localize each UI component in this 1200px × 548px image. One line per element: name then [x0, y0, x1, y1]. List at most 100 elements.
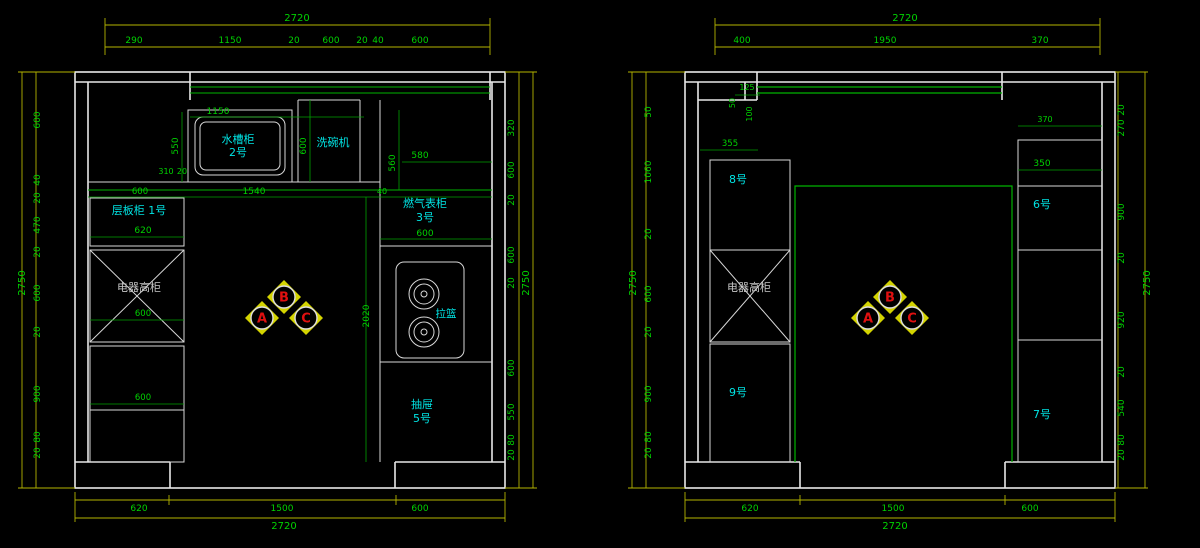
left-plan-labels: 2720 290 1150 20 600 20 40 600 600 40 20 470 20 600 20… — [17, 13, 532, 532]
dim-overall-bottom: 2720 — [271, 521, 296, 532]
view-marker-letter: B — [885, 291, 895, 306]
right-plan-cabinets — [709, 139, 1103, 463]
dimension-label: 320 — [507, 119, 517, 136]
dimension-label: 550 — [171, 137, 181, 154]
dimension-label: 370 — [1037, 115, 1052, 124]
left-plan-view-markers: ABC — [245, 280, 323, 335]
right-plan-green-lines — [757, 86, 1013, 462]
burner-icon — [413, 321, 435, 343]
label-gas-meter-cabinet: 燃气表柜 — [403, 196, 447, 210]
label-dishwasher: 洗碗机 — [317, 135, 350, 149]
label-drawer: 抽屉 — [411, 397, 433, 411]
dimension-label: 600 — [135, 309, 151, 319]
dimension-label: 600 — [33, 111, 43, 128]
label-cabinet-9: 9号 — [729, 386, 747, 399]
outer-wall — [74, 71, 506, 489]
dimension-label: 20 — [33, 246, 43, 258]
dim-overall-left: 2750 — [628, 270, 639, 295]
label-sink-cabinet: 水槽柜 — [222, 133, 255, 146]
cabinet-6-box — [1017, 185, 1103, 251]
dimension-label: 580 — [411, 151, 428, 161]
view-marker-circle-icon — [900, 306, 924, 330]
dimension-label: 1060 — [644, 160, 654, 183]
right-plan-dimension-lines — [628, 18, 1148, 522]
dimension-label: 1500 — [882, 504, 905, 514]
dimension-label: 600 — [416, 229, 433, 239]
dimension-label: 20 — [507, 194, 517, 206]
dimension-label: 600 — [507, 359, 517, 376]
left-plan: ABC 2720 290 1150 20 600 20 40 600 600 40 20 470 20 6… — [17, 13, 537, 532]
label-appliance-tall-cabinet: 电器高柜 — [727, 280, 771, 294]
dimension-label: 20 — [507, 277, 517, 289]
dimension-label: 400 — [733, 36, 750, 46]
dimension-label: 470 — [33, 216, 43, 233]
dimension-label: 620 — [741, 504, 758, 514]
dimension-label: 20 — [288, 36, 300, 46]
dimension-label: 80 — [33, 431, 43, 443]
cabinet-cross-diagonal — [709, 249, 791, 343]
dimension-label: 600 — [1021, 504, 1038, 514]
dimension-label: 20 — [507, 449, 517, 461]
sink-bowl-inner — [199, 121, 281, 171]
dimension-label: 20 — [644, 326, 654, 338]
dimension-label: 560 — [388, 154, 398, 171]
view-marker-circle-icon — [856, 306, 880, 330]
dimension-label: 550 — [507, 403, 517, 420]
dim-overall-bottom: 2720 — [882, 521, 907, 532]
left-plan-cabinets — [88, 99, 492, 463]
dim-overall-top: 2720 — [892, 13, 917, 24]
dimension-label: 600 — [299, 137, 309, 154]
dimension-label: 900 — [1117, 203, 1127, 220]
sink-cabinet — [187, 109, 293, 183]
dimension-label: 20 — [1117, 366, 1127, 378]
dimension-label: 1150 — [219, 36, 242, 46]
dimension-label: 920 — [1117, 311, 1127, 328]
dimension-label: 290 — [125, 36, 142, 46]
burner-icon — [420, 328, 428, 336]
dim-overall-left: 2750 — [17, 270, 28, 295]
dimension-label: 310 — [158, 167, 173, 176]
dimension-label: 900 — [644, 385, 654, 402]
view-marker-letter: C — [907, 312, 917, 327]
dimension-label: 40 — [33, 174, 43, 186]
dimension-label: 620 — [130, 504, 147, 514]
dimension-label: 20 — [644, 447, 654, 459]
dimension-label: 620 — [134, 226, 151, 236]
view-marker-circle-icon — [272, 285, 296, 309]
label-pull-out-basket: 拉篮 — [436, 307, 457, 320]
view-marker-letter: B — [279, 291, 289, 306]
dimension-label: 355 — [722, 139, 738, 149]
dimension-label: 125 — [739, 83, 754, 92]
outer-wall — [684, 71, 1116, 489]
dimension-label: 600 — [135, 393, 151, 403]
dimension-label: 40 — [377, 187, 387, 196]
dimension-label: 50 — [728, 98, 737, 108]
dimension-label: 350 — [1033, 159, 1050, 169]
counter-edge-outline — [794, 185, 1013, 462]
dimension-label: 600 — [644, 285, 654, 302]
shelf-cabinet-box — [89, 197, 185, 247]
dimension-label: 20 — [33, 326, 43, 338]
dimension-label: 1540 — [243, 187, 266, 197]
dimension-label: 20 — [1117, 449, 1127, 461]
dimension-label: 80 — [1117, 434, 1127, 446]
view-marker-letter: A — [257, 312, 267, 327]
label-cabinet-8: 8号 — [729, 173, 747, 186]
dimension-label: 1950 — [874, 36, 897, 46]
dim-overall-right: 2750 — [521, 270, 532, 295]
burner-icon — [413, 283, 435, 305]
view-marker-letter: C — [301, 312, 311, 327]
dimension-label: 100 — [745, 106, 754, 121]
cabinet-7-box — [1017, 339, 1103, 463]
cabinet-350-box — [1017, 139, 1103, 187]
dimension-label: 1500 — [271, 504, 294, 514]
dimension-label: 600 — [507, 246, 517, 263]
cabinet-8-box — [709, 159, 791, 251]
right-plan-view-markers: ABC — [851, 280, 929, 335]
right-plan-interior-dims — [700, 94, 1102, 171]
dimension-label: 20 — [644, 228, 654, 240]
left-plan-dimension-lines — [18, 18, 537, 522]
dimension-label: 20 — [1117, 104, 1127, 116]
left-plan-walls — [74, 71, 506, 489]
dimension-label: 80 — [507, 434, 517, 446]
